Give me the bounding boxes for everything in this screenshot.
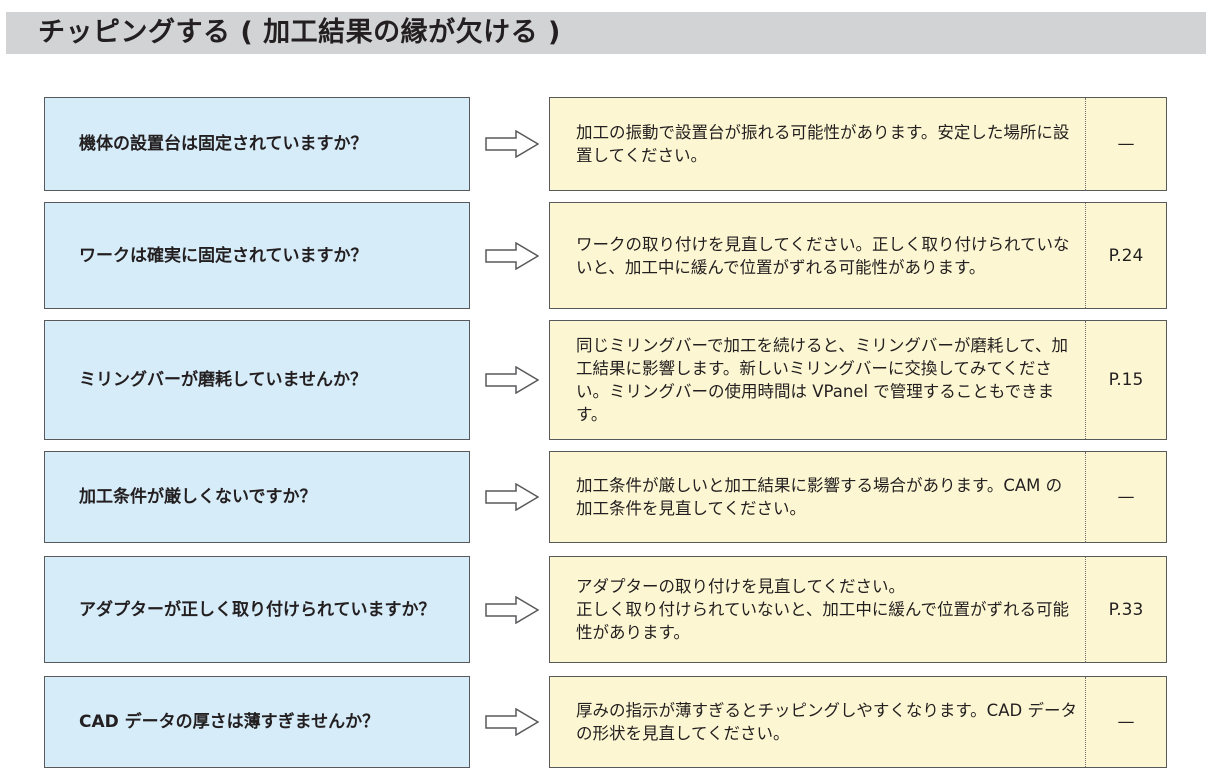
page-reference: P.15 — [1085, 321, 1166, 439]
question-box: ワークは確実に固定されていますか？ — [44, 202, 470, 309]
answer-box: アダプターの取り付けを見直してください。 正しく取り付けられていないと、加工中に… — [549, 556, 1167, 663]
question-text: アダプターが正しく取り付けられていますか？ — [79, 599, 436, 620]
answer-text: 同じミリングバーで加工を続けると、ミリングバーが磨耗して、加工結果に影響します。… — [576, 336, 1069, 424]
arrow-right-icon — [485, 241, 539, 270]
page-reference: P.33 — [1085, 557, 1166, 662]
question-box: 加工条件が厳しくないですか？ — [44, 451, 470, 543]
answer-text: 加工の振動で設置台が振れる可能性があります。安定した場所に設置してください。 — [576, 123, 1070, 165]
troubleshoot-row-5: アダプターが正しく取り付けられていますか？ アダプターの取り付けを見直してくださ… — [0, 556, 1212, 663]
troubleshoot-row-6: CAD データの厚さは薄すぎませんか？ 厚みの指示が薄すぎるとチッピングしやすく… — [0, 676, 1212, 768]
answer-box: 加工条件が厳しいと加工結果に影響する場合があります。CAM の加工条件を見直して… — [549, 451, 1167, 543]
question-text: 加工条件が厳しくないですか？ — [79, 487, 317, 507]
question-text: ワークは確実に固定されていますか？ — [79, 245, 368, 266]
page-reference: — — [1085, 677, 1166, 767]
answer-box: 同じミリングバーで加工を続けると、ミリングバーが磨耗して、加工結果に影響します。… — [549, 320, 1167, 440]
answer-text: 加工条件が厳しいと加工結果に影響する場合があります。CAM の加工条件を見直して… — [576, 476, 1063, 518]
answer-box: ワークの取り付けを見直してください。正しく取り付けられていないと、加工中に緩んで… — [549, 202, 1167, 309]
answer-text: 厚みの指示が薄すぎるとチッピングしやすくなります。CAD データの形状を見直して… — [576, 701, 1077, 743]
answer-box: 厚みの指示が薄すぎるとチッピングしやすくなります。CAD データの形状を見直して… — [549, 676, 1167, 768]
page-reference: P.24 — [1085, 203, 1166, 308]
arrow-right-icon — [485, 483, 539, 511]
question-text: 機体の設置台は固定されていますか？ — [79, 134, 368, 154]
answer-text: アダプターの取り付けを見直してください。 正しく取り付けられていないと、加工中に… — [576, 577, 1070, 642]
question-box: ミリングバーが磨耗していませんか？ — [44, 320, 470, 440]
troubleshoot-row-3: ミリングバーが磨耗していませんか？ 同じミリングバーで加工を続けると、ミリングバ… — [0, 320, 1212, 440]
arrow-right-icon — [485, 708, 539, 736]
question-box: CAD データの厚さは薄すぎませんか？ — [44, 676, 470, 768]
page-reference: — — [1085, 98, 1166, 190]
question-text: CAD データの厚さは薄すぎませんか？ — [79, 712, 380, 732]
answer-text: ワークの取り付けを見直してください。正しく取り付けられていないと、加工中に緩んで… — [576, 234, 1070, 277]
arrow-right-icon — [485, 130, 539, 158]
page-title: チッピングする ( 加工結果の縁が欠ける ) — [38, 17, 561, 48]
troubleshoot-row-4: 加工条件が厳しくないですか？ 加工条件が厳しいと加工結果に影響する場合があります… — [0, 451, 1212, 543]
question-text: ミリングバーが磨耗していませんか？ — [79, 370, 367, 390]
arrow-right-icon — [485, 595, 539, 624]
section-header: チッピングする ( 加工結果の縁が欠ける ) — [6, 12, 1206, 54]
troubleshoot-row-2: ワークは確実に固定されていますか？ ワークの取り付けを見直してください。正しく取… — [0, 202, 1212, 309]
arrow-right-icon — [485, 366, 539, 394]
question-box: 機体の設置台は固定されていますか？ — [44, 97, 470, 191]
troubleshoot-row-1: 機体の設置台は固定されていますか？ 加工の振動で設置台が振れる可能性があります。… — [0, 97, 1212, 191]
page-reference: — — [1085, 452, 1166, 542]
question-box: アダプターが正しく取り付けられていますか？ — [44, 556, 470, 663]
answer-box: 加工の振動で設置台が振れる可能性があります。安定した場所に設置してください。 — — [549, 97, 1167, 191]
